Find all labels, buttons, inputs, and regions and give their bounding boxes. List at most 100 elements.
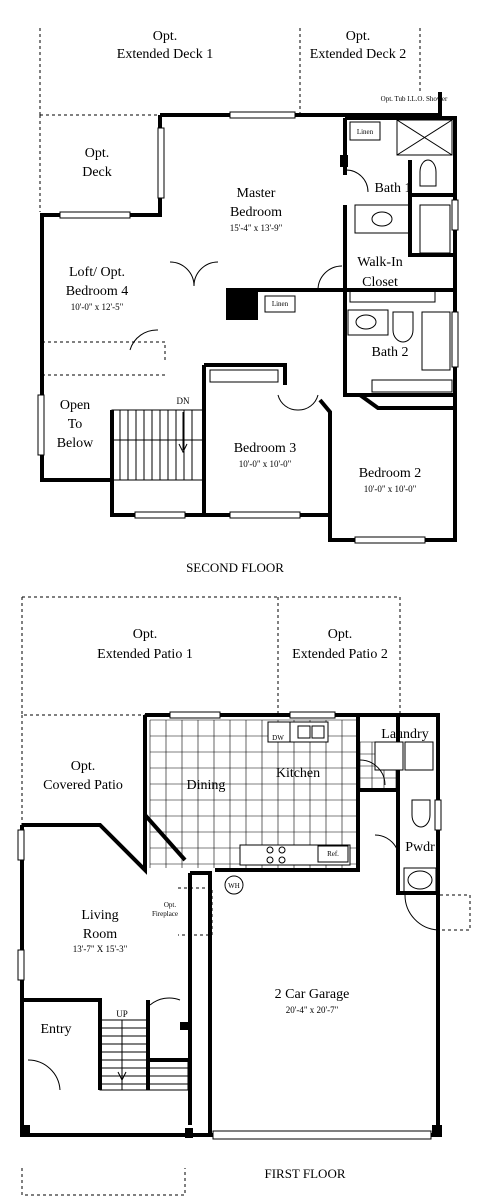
dryer	[404, 741, 434, 771]
linen-1-label: Linen	[357, 128, 374, 136]
first-floor-stairs	[99, 1019, 189, 1091]
chase-block	[228, 292, 258, 320]
second-floor-stairs	[111, 409, 205, 481]
covered-patio-label: Covered Patio	[43, 778, 123, 793]
opt-deck-outline	[39, 28, 421, 212]
washer	[374, 741, 404, 771]
second-floor-plan: Opt. Extended Deck 1 Opt. Extended Deck …	[37, 28, 459, 575]
fireplace-label: Fireplace	[152, 910, 178, 918]
bath2-vanity	[347, 309, 389, 336]
post	[185, 1128, 193, 1138]
stair-dn-label: DN	[177, 396, 190, 406]
window	[434, 799, 442, 831]
side-outline	[440, 894, 471, 931]
toilet-1	[419, 159, 437, 187]
ext-patio-2-label: Extended Patio 2	[292, 647, 388, 662]
opt-deck-opt: Opt.	[85, 146, 110, 161]
master-double-door	[169, 261, 219, 287]
covered-patio-opt: Opt.	[71, 759, 96, 774]
walk-in-door	[317, 265, 343, 291]
master-label-line1: Master	[237, 186, 276, 201]
window	[229, 511, 301, 519]
opt-patio-outline	[21, 596, 401, 716]
stove-burners	[266, 846, 286, 864]
bedroom3-wall	[202, 363, 332, 515]
linen-closet-1	[349, 121, 381, 141]
ext-patio-2-opt: Opt.	[328, 627, 353, 642]
pwdr-vanity	[403, 867, 437, 893]
ext-deck-2-opt: Opt.	[346, 29, 371, 44]
second-floor-exterior-wall	[40, 92, 457, 542]
window	[17, 829, 25, 861]
post	[20, 1125, 30, 1137]
window	[289, 711, 336, 719]
loft-label-line1: Loft/ Opt.	[69, 265, 125, 280]
bath2-wall	[343, 345, 455, 410]
garage-west-wall	[188, 871, 212, 1135]
stair-up-label: UP	[116, 1009, 128, 1019]
window	[134, 511, 186, 519]
first-floor-title: FIRST FLOOR	[264, 1166, 345, 1181]
garage-dimensions: 20'-4" x 20'-7"	[286, 1005, 339, 1015]
entry-label: Entry	[40, 1022, 71, 1037]
dishwasher	[267, 721, 291, 743]
living-label-line1: Living	[81, 908, 118, 923]
toilet-2	[392, 311, 414, 343]
first-floor-plan: Opt. Extended Patio 1 Opt. Extended Pati…	[17, 596, 471, 1196]
window	[17, 949, 25, 981]
laundry-label: Laundry	[381, 727, 428, 742]
window	[229, 111, 296, 119]
water-heater	[224, 875, 244, 895]
tub-shower-label: Opt. Tub I.L.O. Shower	[381, 95, 448, 103]
garage-door	[212, 1130, 432, 1140]
walk-in-shelf	[349, 289, 436, 303]
opt-deck-label: Deck	[82, 165, 112, 180]
window	[169, 711, 221, 719]
fireplace-opt: Opt.	[164, 901, 177, 909]
garage-label: 2 Car Garage	[275, 987, 350, 1002]
second-floor-title: SECOND FLOOR	[186, 560, 284, 575]
ext-deck-2-label: Extended Deck 2	[310, 47, 406, 62]
sink-basin	[297, 725, 311, 739]
window	[354, 536, 426, 544]
pwdr-label: Pwdr	[405, 840, 435, 855]
bath1-wall	[408, 160, 455, 257]
ext-deck-1-opt: Opt.	[153, 29, 178, 44]
tub-1	[419, 204, 451, 254]
bedroom-2-label: Bedroom 2	[359, 466, 422, 481]
refrigerator-label: Ref.	[327, 850, 339, 858]
shower-x	[396, 119, 453, 156]
loft-dimensions: 10'-0" x 12'-5"	[71, 302, 124, 312]
open-below-line3: Below	[57, 436, 94, 451]
ext-patio-1-opt: Opt.	[133, 627, 158, 642]
refrigerator	[317, 845, 349, 863]
dining-label: Dining	[187, 778, 226, 793]
bath1-door	[345, 169, 369, 193]
living-dimensions: 13'-7" X 15'-3"	[73, 944, 128, 954]
window	[37, 394, 45, 456]
walk-in-label-line2: Closet	[362, 275, 398, 290]
pwdr-door	[374, 834, 400, 860]
tub-2	[421, 311, 451, 371]
garage-side-door	[404, 894, 439, 931]
entry-wall	[22, 998, 102, 1090]
sink-basin	[311, 725, 325, 739]
opt-fireplace-outline	[178, 887, 213, 936]
bath-1-label: Bath 1	[375, 181, 412, 196]
wall-stub	[180, 1022, 188, 1030]
linen-2-label: Linen	[272, 300, 289, 308]
pwdr-wall	[396, 790, 438, 895]
garage-entry-door	[149, 997, 181, 1006]
bath-2-label: Bath 2	[372, 345, 409, 360]
kitchen-label: Kitchen	[276, 766, 320, 781]
shower	[396, 119, 453, 156]
water-heater-label: WH	[228, 882, 240, 890]
window	[157, 127, 165, 199]
bed2-closet	[371, 379, 453, 393]
bedroom-2-dimensions: 10'-0" x 10'-0"	[364, 484, 417, 494]
open-below-line2: To	[68, 417, 83, 432]
window	[59, 211, 131, 219]
ext-patio-1-label: Extended Patio 1	[97, 647, 193, 662]
front-door	[27, 1059, 61, 1091]
master-label-line2: Bedroom	[230, 205, 282, 220]
